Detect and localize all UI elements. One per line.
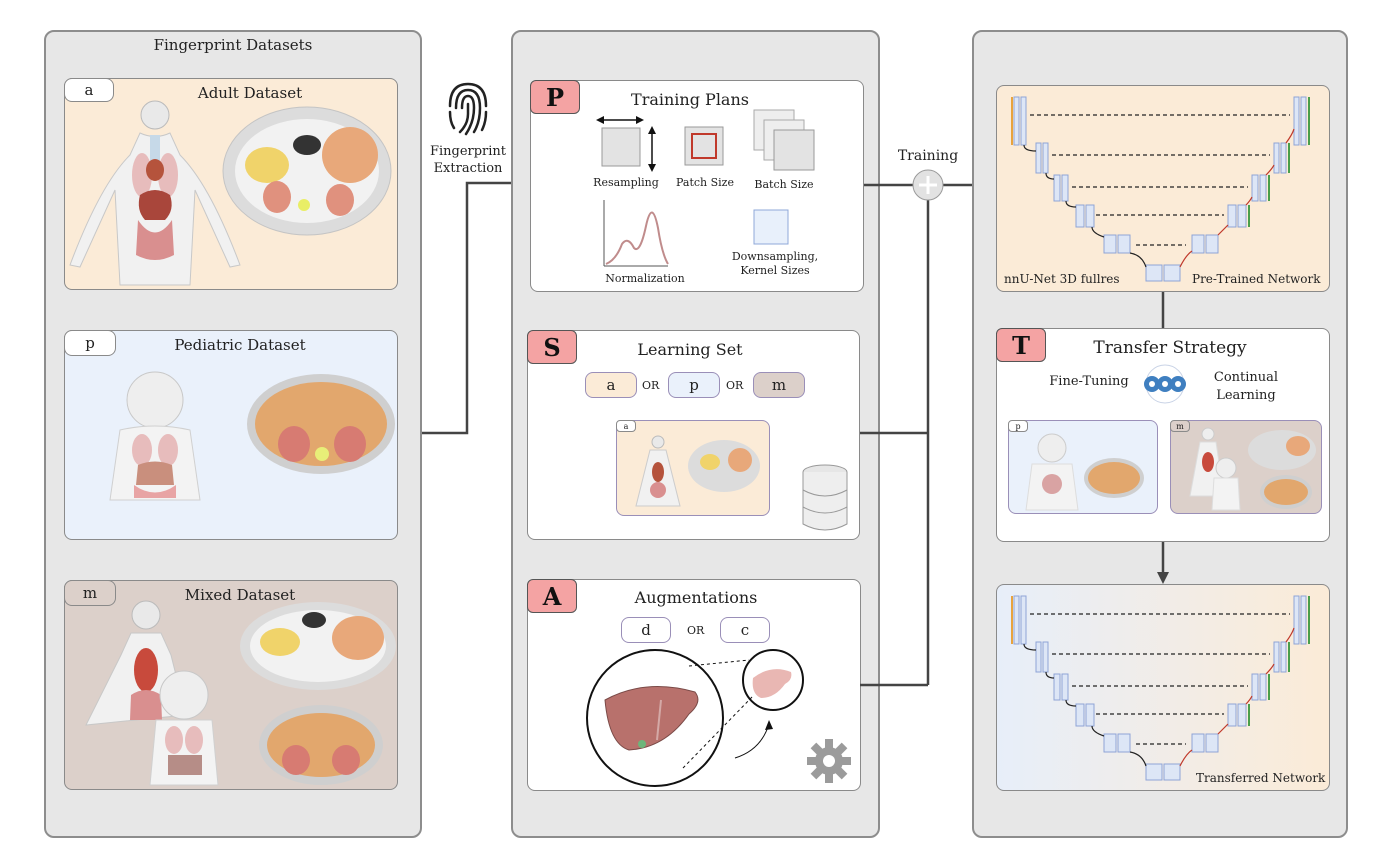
nnunet-label: nnU-Net 3D fullres — [1004, 272, 1120, 286]
transferred-network-card — [996, 584, 1330, 791]
augmentations-letter-badge: A — [527, 579, 577, 613]
adult-dataset-title: Adult Dataset — [197, 84, 303, 102]
transferred-network-label: Transferred Network — [1196, 771, 1326, 785]
training-label: Training — [897, 148, 959, 164]
fingerprint-extraction-label-2: Extraction — [433, 161, 503, 176]
fingerprint-datasets-title: Fingerprint Datasets — [153, 36, 313, 54]
batch-size-icon — [753, 109, 815, 171]
pediatric-body-illustration — [109, 371, 201, 501]
transferred-unet-diagram — [1011, 595, 1310, 781]
learning-set-chip-m[interactable]: m — [753, 372, 805, 398]
mixed-dataset-title: Mixed Dataset — [184, 586, 296, 604]
batch-size-label: Batch Size — [754, 178, 814, 191]
learning-set-chip-p[interactable]: p — [668, 372, 720, 398]
transfer-preview-pediatric-art — [1025, 433, 1144, 511]
training-plans-card — [530, 80, 864, 292]
transfer-preview-mixed-art — [1189, 427, 1316, 511]
pediatric-dataset-title: Pediatric Dataset — [174, 336, 306, 354]
learning-set-or-2: OR — [726, 379, 744, 392]
dataset-tag-a: a — [64, 78, 114, 102]
plans-letter-badge: P — [530, 80, 580, 114]
mixed-ct-slices — [240, 602, 396, 785]
transfer-gears-icon — [1144, 364, 1186, 404]
augmentation-chip-d[interactable]: d — [621, 617, 671, 643]
learning-set-letter-badge: S — [527, 330, 577, 364]
normalization-histogram-icon — [603, 200, 669, 267]
training-plans-title: Training Plans — [631, 90, 749, 109]
downsampling-label-1: Downsampling, — [731, 250, 819, 263]
adult-body-illustration — [69, 100, 241, 286]
patch-size-label: Patch Size — [676, 176, 734, 189]
resampling-icon — [596, 116, 656, 172]
augmentations-title: Augmentations — [634, 588, 758, 607]
transfer-strategy-title: Transfer Strategy — [1093, 338, 1247, 358]
liver-augmentation-illustration — [586, 649, 804, 787]
mixed-body-illustration — [85, 600, 219, 786]
pretrained-network-label: Pre-Trained Network — [1192, 272, 1321, 286]
learning-set-preview-tag: a — [616, 420, 636, 432]
augmentation-chip-c[interactable]: c — [720, 617, 770, 643]
pretrained-unet-diagram — [1011, 96, 1310, 282]
transfer-letter-badge: T — [996, 328, 1046, 362]
dataset-tag-m: m — [64, 580, 116, 606]
resampling-label: Resampling — [593, 176, 659, 189]
downsampling-icon — [753, 209, 789, 245]
fine-tuning-label: Fine-Tuning — [1049, 374, 1129, 389]
fingerprint-extraction-label-1: Fingerprint — [429, 144, 507, 159]
transfer-preview-tag-m: m — [1170, 420, 1190, 432]
learning-set-or-1: OR — [642, 379, 660, 392]
pretrained-network-card — [996, 85, 1330, 292]
learning-set-title: Learning Set — [637, 340, 743, 359]
learning-set-chip-a[interactable]: a — [585, 372, 637, 398]
fingerprint-icon — [448, 82, 488, 136]
continual-learning-label-2: Learning — [1216, 388, 1276, 403]
downsampling-label-2: Kernel Sizes — [740, 264, 810, 277]
pediatric-ct-slice — [247, 374, 395, 474]
augmentation-gear-icon — [807, 739, 851, 783]
dataset-tag-p: p — [64, 330, 116, 356]
normalization-label: Normalization — [605, 272, 685, 285]
database-icon — [802, 464, 848, 531]
transfer-preview-tag-p: p — [1008, 420, 1028, 432]
continual-learning-label-1: Continual — [1213, 370, 1279, 385]
augmentation-or: OR — [687, 624, 705, 637]
learning-set-preview-art — [635, 435, 760, 507]
adult-ct-slice — [222, 106, 392, 236]
patch-size-icon — [684, 126, 724, 166]
